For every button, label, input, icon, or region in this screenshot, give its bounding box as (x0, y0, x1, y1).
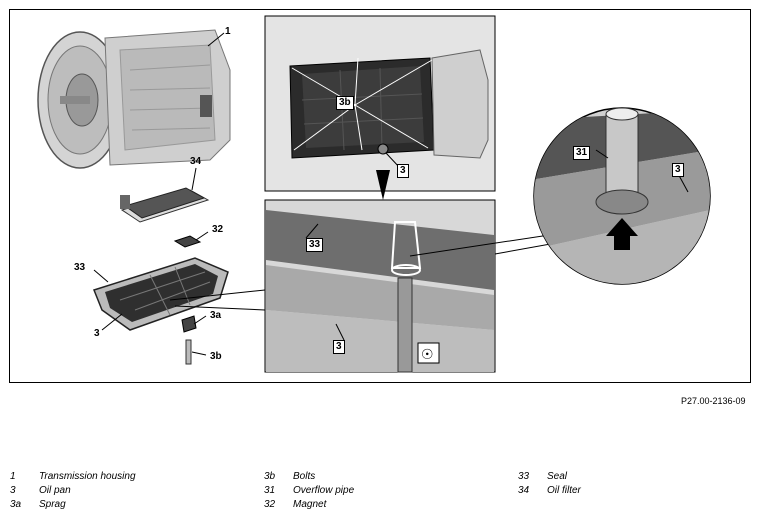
callout-pipe-circle: 31 (573, 146, 591, 160)
legend-num: 32 (264, 499, 276, 510)
detail-panel: ☉ (264, 199, 496, 373)
figure-reference: P27.00-2136-09 (681, 396, 746, 406)
legend-num: 33 (518, 471, 530, 482)
legend-label: Sprag (39, 499, 66, 510)
legend-num: 1 (10, 471, 16, 482)
callout-pan-circle: 3 (672, 163, 684, 177)
top-panel (264, 15, 496, 192)
legend-label: Seal (547, 471, 568, 482)
callout-seal: 33 (74, 262, 86, 273)
circle-detail (533, 107, 711, 285)
svg-text:☉: ☉ (421, 347, 434, 363)
callout-pan-top: 3 (397, 164, 409, 178)
callout-sprag: 3a (210, 310, 222, 321)
leader-lines-left (93, 32, 266, 356)
transmission-housing-drawing (37, 29, 231, 169)
callout-magnet: 32 (212, 224, 224, 235)
legend-label: Magnet (293, 499, 327, 510)
legend-num: 3a (10, 499, 22, 510)
illustration-frame: ☉ 1 34 32 33 3a 3 3b 3b 3 33 3 31 3 (9, 9, 751, 383)
bolt-drawing (185, 339, 192, 365)
illustration-svg: ☉ (37, 15, 711, 373)
legend-label: Bolts (293, 471, 316, 482)
legend-num: 31 (264, 485, 276, 496)
legend-label: Oil pan (39, 485, 71, 496)
legend-num: 3b (264, 471, 276, 482)
legend-label: Overflow pipe (293, 485, 355, 496)
legend-label: Oil filter (547, 485, 581, 496)
oil-pan-drawing (93, 257, 229, 331)
oil-filter-drawing (120, 187, 210, 223)
callout-bolts-left: 3b (210, 351, 222, 362)
callout-pan-left: 3 (94, 328, 100, 339)
sprag-drawing (181, 315, 197, 333)
magnet-drawing (173, 235, 202, 248)
legend-label: Transmission housing (39, 471, 136, 482)
callout-filter: 34 (190, 156, 202, 167)
legend-num: 34 (518, 485, 530, 496)
callout-seal-detail: 33 (306, 238, 324, 252)
callout-pan-detail: 3 (333, 340, 345, 354)
callout-housing: 1 (225, 26, 231, 37)
legend-num: 3 (10, 485, 16, 496)
connector-triangle (376, 170, 390, 200)
tool-symbol-box (417, 342, 440, 364)
callout-bolts-top: 3b (336, 96, 354, 110)
